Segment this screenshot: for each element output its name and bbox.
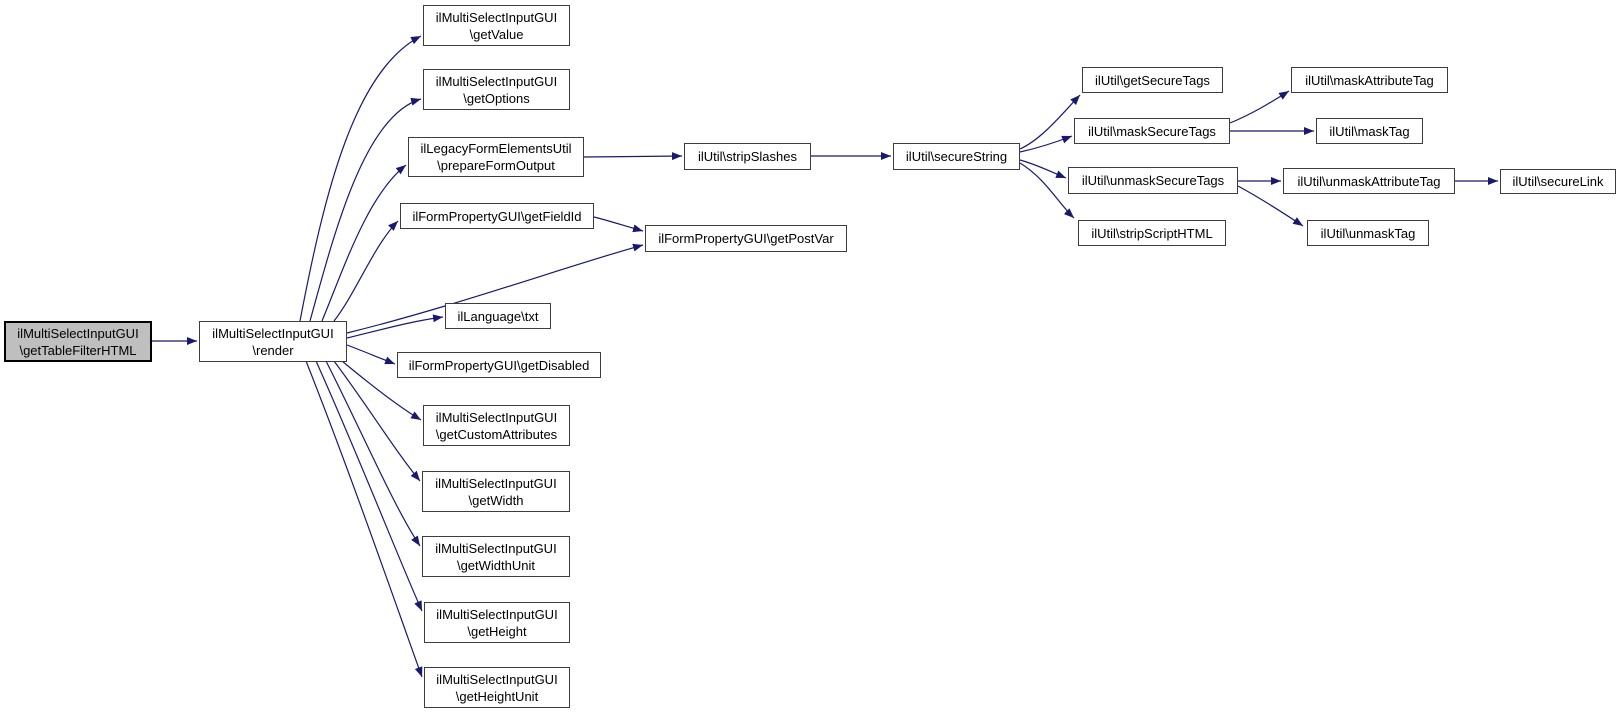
- node-getvalue[interactable]: ilMultiSelectInputGUI \getValue: [423, 5, 570, 46]
- edge-securestring-masksecuretags: [1019, 135, 1073, 153]
- node-label: ilUtil\maskSecureTags: [1088, 123, 1216, 139]
- node-gettablefilterhtml[interactable]: ilMultiSelectInputGUI \getTableFilterHTM…: [4, 321, 152, 362]
- node-prepareformoutput[interactable]: ilLegacyFormElementsUtil \prepareFormOut…: [408, 137, 584, 177]
- node-getheightunit[interactable]: ilMultiSelectInputGUI \getHeightUnit: [424, 667, 570, 708]
- node-label: ilMultiSelectInputGUI \render: [212, 325, 334, 358]
- node-txt[interactable]: ilLanguage\txt: [445, 303, 551, 329]
- edge-render-getwidth: [333, 360, 421, 482]
- node-label: ilFormPropertyGUI\getDisabled: [408, 357, 590, 373]
- edge-unmasksecuretags-unmasktag: [1237, 185, 1304, 227]
- node-label: ilUtil\maskTag: [1329, 123, 1410, 139]
- node-unmaskattributetag[interactable]: ilUtil\unmaskAttributeTag: [1283, 168, 1455, 194]
- node-label: ilMultiSelectInputGUI \getHeight: [436, 606, 558, 639]
- node-label: ilLegacyFormElementsUtil \prepareFormOut…: [420, 141, 572, 173]
- node-getsecuretags[interactable]: ilUtil\getSecureTags: [1082, 67, 1223, 93]
- edge-render-getfieldid: [333, 220, 399, 322]
- node-getheight[interactable]: ilMultiSelectInputGUI \getHeight: [424, 602, 570, 643]
- edge-render-getpostvar: [346, 243, 644, 334]
- node-unmasktag[interactable]: ilUtil\unmaskTag: [1307, 220, 1429, 246]
- node-label: ilMultiSelectInputGUI \getCustomAttribut…: [435, 409, 558, 442]
- node-getfieldid[interactable]: ilFormPropertyGUI\getFieldId: [400, 203, 594, 229]
- edge-getfieldid-getpostvar: [593, 216, 644, 233]
- node-stripslashes[interactable]: ilUtil\stripSlashes: [684, 143, 811, 170]
- node-label: ilMultiSelectInputGUI \getTableFilterHTM…: [17, 325, 139, 358]
- node-label: ilUtil\secureString: [905, 149, 1008, 164]
- node-stripscripthtml[interactable]: ilUtil\stripScriptHTML: [1078, 220, 1226, 246]
- edge-render-getheightunit: [305, 360, 423, 678]
- node-label: ilUtil\getSecureTags: [1095, 72, 1210, 88]
- edge-securestring-unmasksecuretags: [1019, 159, 1067, 179]
- edge-masksecuretags-maskattributetag: [1229, 90, 1290, 124]
- node-getoptions[interactable]: ilMultiSelectInputGUI \getOptions: [423, 69, 570, 110]
- node-label: ilFormPropertyGUI\getPostVar: [658, 231, 834, 246]
- node-label: ilFormPropertyGUI\getFieldId: [412, 208, 582, 224]
- node-label: ilUtil\stripSlashes: [698, 149, 797, 164]
- node-getwidth[interactable]: ilMultiSelectInputGUI \getWidth: [422, 471, 570, 512]
- node-securestring[interactable]: ilUtil\secureString: [893, 143, 1020, 170]
- node-label: ilUtil\unmaskSecureTags: [1081, 173, 1225, 188]
- edge-render-getwidthunit: [325, 360, 421, 547]
- node-label: ilUtil\secureLink: [1512, 174, 1604, 189]
- edge-securestring-getsecuretags: [1019, 94, 1081, 150]
- node-label: ilUtil\stripScriptHTML: [1091, 225, 1213, 241]
- edge-prepareformoutput-stripslashes: [583, 152, 683, 161]
- node-unmasksecuretags[interactable]: ilUtil\unmaskSecureTags: [1068, 167, 1238, 194]
- node-label: ilLanguage\txt: [457, 308, 539, 324]
- node-label: ilMultiSelectInputGUI \getOptions: [435, 73, 558, 106]
- node-label: ilUtil\unmaskTag: [1320, 225, 1416, 241]
- node-getcustomattributes[interactable]: ilMultiSelectInputGUI \getCustomAttribut…: [423, 405, 570, 446]
- node-getdisabled[interactable]: ilFormPropertyGUI\getDisabled: [397, 352, 601, 378]
- node-getpostvar[interactable]: ilFormPropertyGUI\getPostVar: [645, 225, 847, 252]
- node-label: ilMultiSelectInputGUI \getWidth: [435, 475, 557, 508]
- node-maskattributetag[interactable]: ilUtil\maskAttributeTag: [1291, 67, 1448, 93]
- edge-securestring-stripscripthtml: [1019, 162, 1075, 219]
- node-securelink[interactable]: ilUtil\secureLink: [1500, 169, 1616, 194]
- node-getwidthunit[interactable]: ilMultiSelectInputGUI \getWidthUnit: [422, 536, 570, 577]
- edge-render-getoptions: [309, 97, 422, 322]
- node-label: ilMultiSelectInputGUI \getValue: [435, 9, 558, 42]
- edge-render-getcustomattributes: [341, 360, 422, 421]
- edge-render-getvalue: [299, 35, 422, 322]
- node-label: ilUtil\maskAttributeTag: [1305, 72, 1434, 88]
- node-masktag[interactable]: ilUtil\maskTag: [1316, 118, 1423, 144]
- node-label: ilMultiSelectInputGUI \getWidthUnit: [435, 540, 557, 573]
- edge-render-txt: [346, 314, 444, 339]
- node-masksecuretags[interactable]: ilUtil\maskSecureTags: [1074, 118, 1230, 144]
- node-render[interactable]: ilMultiSelectInputGUI \render: [199, 321, 347, 362]
- edge-render-getdisabled: [346, 344, 396, 365]
- node-label: ilUtil\unmaskAttributeTag: [1297, 173, 1441, 189]
- edge-render-getheight: [315, 360, 423, 612]
- node-label: ilMultiSelectInputGUI \getHeightUnit: [436, 671, 558, 704]
- edge-render-prepareformoutput: [321, 164, 407, 322]
